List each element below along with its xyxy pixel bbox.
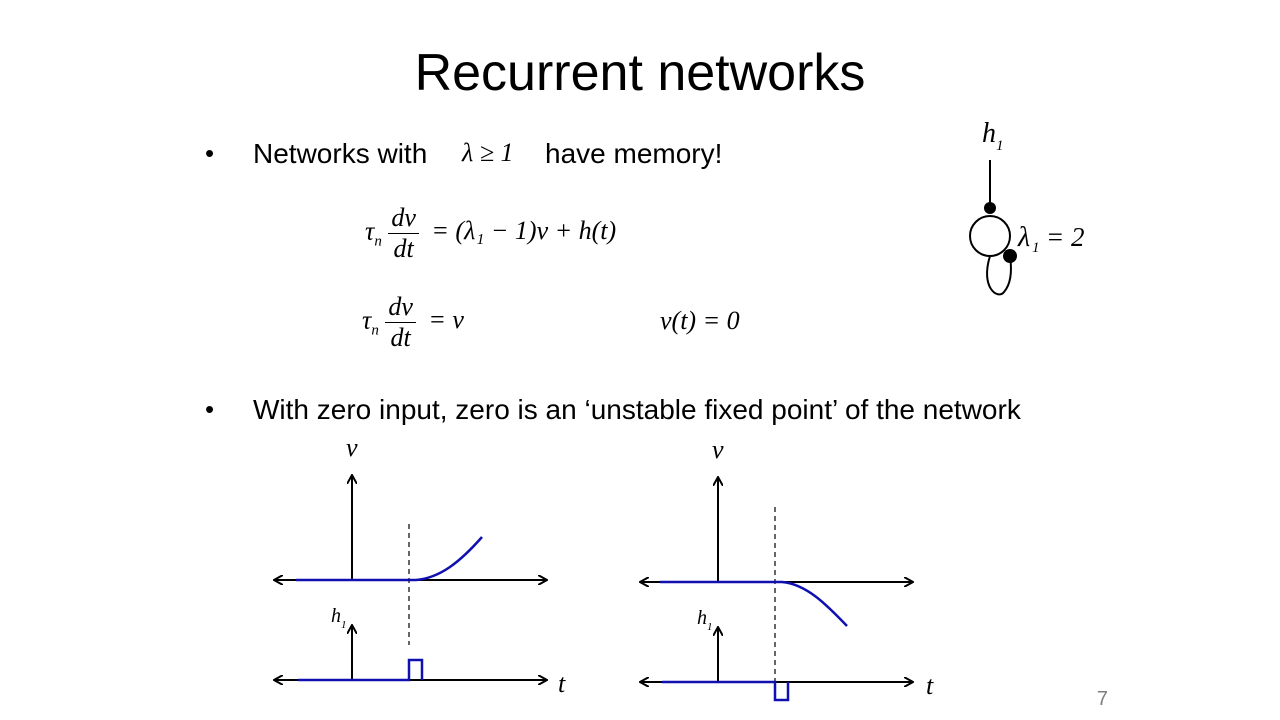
slide-title: Recurrent networks (414, 44, 866, 102)
bullet-2-text: With zero input, zero is an ‘unstable fi… (253, 394, 1021, 425)
fraction-denominator: dt (390, 323, 411, 352)
equation-1-rhs: = (λ₁ − 1)v + h(t) (431, 216, 617, 246)
recurrent-synapse (1003, 249, 1017, 263)
right-h-label: h (697, 607, 707, 629)
right-v-label: v (712, 435, 724, 464)
left-h-label: h (331, 605, 341, 627)
weight-label: λ (1017, 222, 1030, 253)
weight-subscript: 1 (1032, 240, 1040, 256)
input-synapse (984, 202, 996, 214)
bullet-dot-1: • (205, 138, 215, 168)
input-subscript: 1 (996, 138, 1004, 154)
right-t-label: t (926, 671, 934, 700)
weight-value: = 2 (1046, 222, 1084, 252)
solution-equation: v(t) = 0 (660, 306, 740, 335)
tau-subscript: n (374, 233, 382, 250)
bullet-1-suffix: have memory! (545, 138, 723, 169)
bullet-1-math: λ ≥ 1 (462, 138, 514, 167)
network-diagram: h 1 λ 1 = 2 (969, 118, 1084, 296)
left-input-pulse (298, 658, 424, 682)
bullet-dot-2: • (205, 394, 215, 424)
left-plot: v h 1 t (275, 433, 566, 698)
right-h-subscript: 1 (707, 621, 713, 633)
bullet-1-prefix: Networks with (253, 138, 428, 169)
tau-symbol: τ (365, 216, 375, 246)
input-label: h (982, 118, 996, 149)
left-t-label: t (558, 669, 566, 698)
fraction-denominator: dt (393, 234, 414, 263)
tau-symbol: τ (362, 305, 372, 335)
left-h-subscript: 1 (341, 619, 347, 631)
right-plot: v h 1 t (641, 435, 934, 702)
fraction-numerator: dv (385, 292, 416, 323)
right-input-pulse (662, 680, 790, 702)
recurrent-loop (986, 255, 1012, 296)
right-response-curve (660, 580, 848, 627)
slide-number: 7 (1096, 688, 1108, 710)
left-v-label: v (346, 433, 358, 462)
equation-2-rhs: = v (428, 305, 464, 335)
fraction-numerator: dv (388, 203, 419, 234)
left-response-curve (296, 536, 483, 582)
tau-subscript: n (371, 322, 379, 339)
